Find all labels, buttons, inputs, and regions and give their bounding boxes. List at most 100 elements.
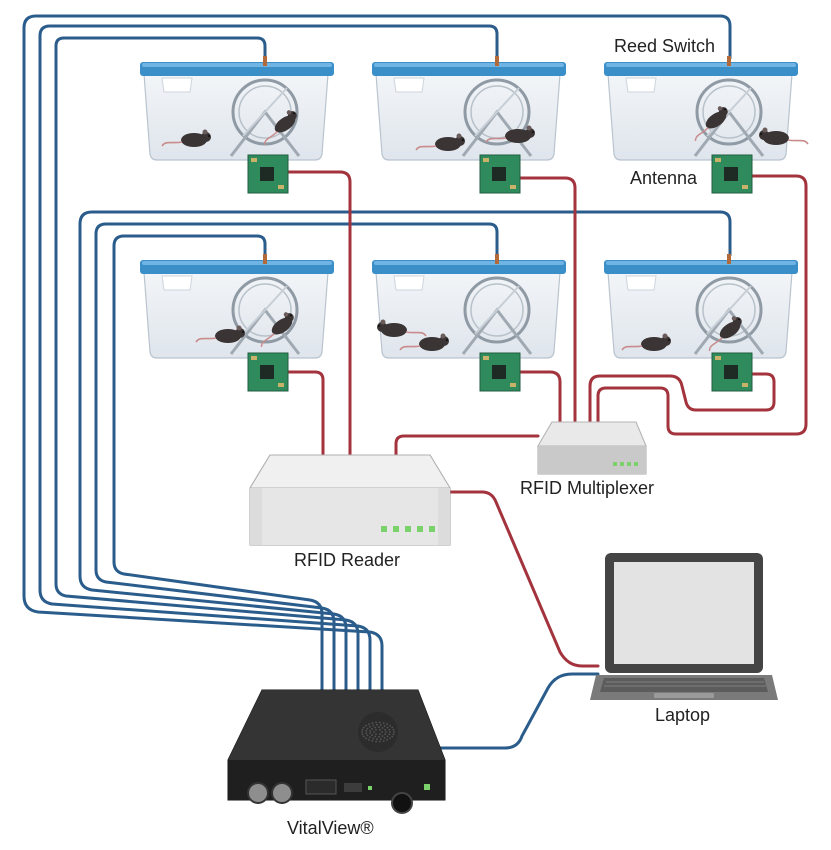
grille-hole [371,727,373,730]
red-cable-cage-2 [516,176,577,424]
reed-switch [727,56,731,66]
grille-hole [366,727,369,730]
antenna-label: Antenna [630,168,698,188]
grille-hole [373,731,375,733]
grille-hole [375,733,377,735]
grille-hole [380,738,382,740]
wheel-spoke [474,285,520,335]
antenna-pad [483,356,489,360]
laptop [590,553,778,700]
grille-hole [381,735,384,737]
grille-hole [382,722,385,724]
antenna-chip [724,167,738,181]
grille-hole [382,740,385,742]
cage-lid-highlight [374,63,564,67]
red-cable-cage-5 [516,370,562,424]
antenna-chip [260,365,274,379]
cage-feeder [161,77,193,93]
grille-hole [386,726,389,729]
rfid-reader-label: RFID Reader [294,550,401,570]
grille-hole [391,735,394,738]
grille-hole [374,726,377,729]
cage-lid-highlight [606,63,796,67]
grille-hole [365,729,368,732]
cages [140,56,809,392]
grille-hole [379,733,381,735]
grille-hole [381,731,383,733]
cage-4 [140,254,334,392]
red-cable-mux-reader [394,434,540,457]
grille-hole [361,731,363,733]
cage-lid-highlight [142,261,332,265]
speaker-grille [358,712,398,752]
grille-hole [376,723,378,726]
antenna-pad [742,383,748,387]
red-cable-cage-4 [286,370,325,457]
red-cable-cage-6 [588,372,776,424]
wheel-spoke [474,87,520,137]
running-wheel-inner [470,283,524,337]
cage-feeder [393,77,425,93]
grille-hole [393,731,395,733]
grille-hole [381,727,384,729]
rfid-multiplexer-label: RFID Multiplexer [520,478,655,498]
antenna-pad [278,185,284,189]
antenna-pad [715,158,721,162]
grille-hole [389,724,391,727]
cage-feeder [393,275,425,291]
grille-hole [375,740,377,743]
grille-hole [389,737,391,740]
antenna-chip [724,365,738,379]
grille-hole [369,730,372,732]
wheel-spoke [706,285,752,335]
grille-hole [366,734,369,737]
blue-cable-laptop [438,672,600,750]
running-wheel [231,276,299,344]
grille-hole [391,726,394,729]
grille-hole [383,737,386,739]
vitalview-device [227,689,446,814]
grille-hole [386,723,388,725]
reed-switch [263,254,267,264]
grille-hole [369,736,371,739]
running-wheel-inner [238,283,292,337]
grille-hole [371,722,374,724]
grille-hole [362,735,365,738]
antenna-pad [510,383,516,387]
red-cable-reader-laptop [448,490,600,668]
grille-hole [384,728,386,731]
running-wheel [463,78,531,146]
rfid-multiplexer [537,421,647,475]
grille-hole [376,738,378,741]
cage-2 [372,56,566,194]
grille-hole [368,723,370,725]
reed-switch-label: Reed Switch [614,36,716,56]
grille-hole [371,734,373,737]
red-cable-cage-3 [596,174,808,436]
grille-hole [365,737,367,740]
antenna-chip [492,167,506,181]
grille-hole [389,731,391,733]
cage-5 [372,254,566,392]
cage-feeder [625,275,657,291]
antenna-pad [278,383,284,387]
wheel-spoke [706,87,752,137]
wheel-spoke [242,87,288,137]
blue-cable-cage-6 [78,210,732,692]
grille-hole [383,725,386,727]
cage-lid-highlight [606,261,796,265]
running-wheel-inner [702,85,756,139]
grille-hole [369,732,372,734]
blue-cable-cage-2 [38,24,499,692]
antenna-pad [251,158,257,162]
grille-hole [388,733,391,736]
grille-hole [386,739,388,741]
grille-hole [361,733,364,736]
reed-switch [495,56,499,66]
blue-cable-cage-4 [112,234,324,692]
grille-hole [375,729,377,731]
grille-hole [361,728,364,731]
reader-leds [381,526,435,532]
reed-switch [495,254,499,264]
grille-hole [380,724,382,726]
